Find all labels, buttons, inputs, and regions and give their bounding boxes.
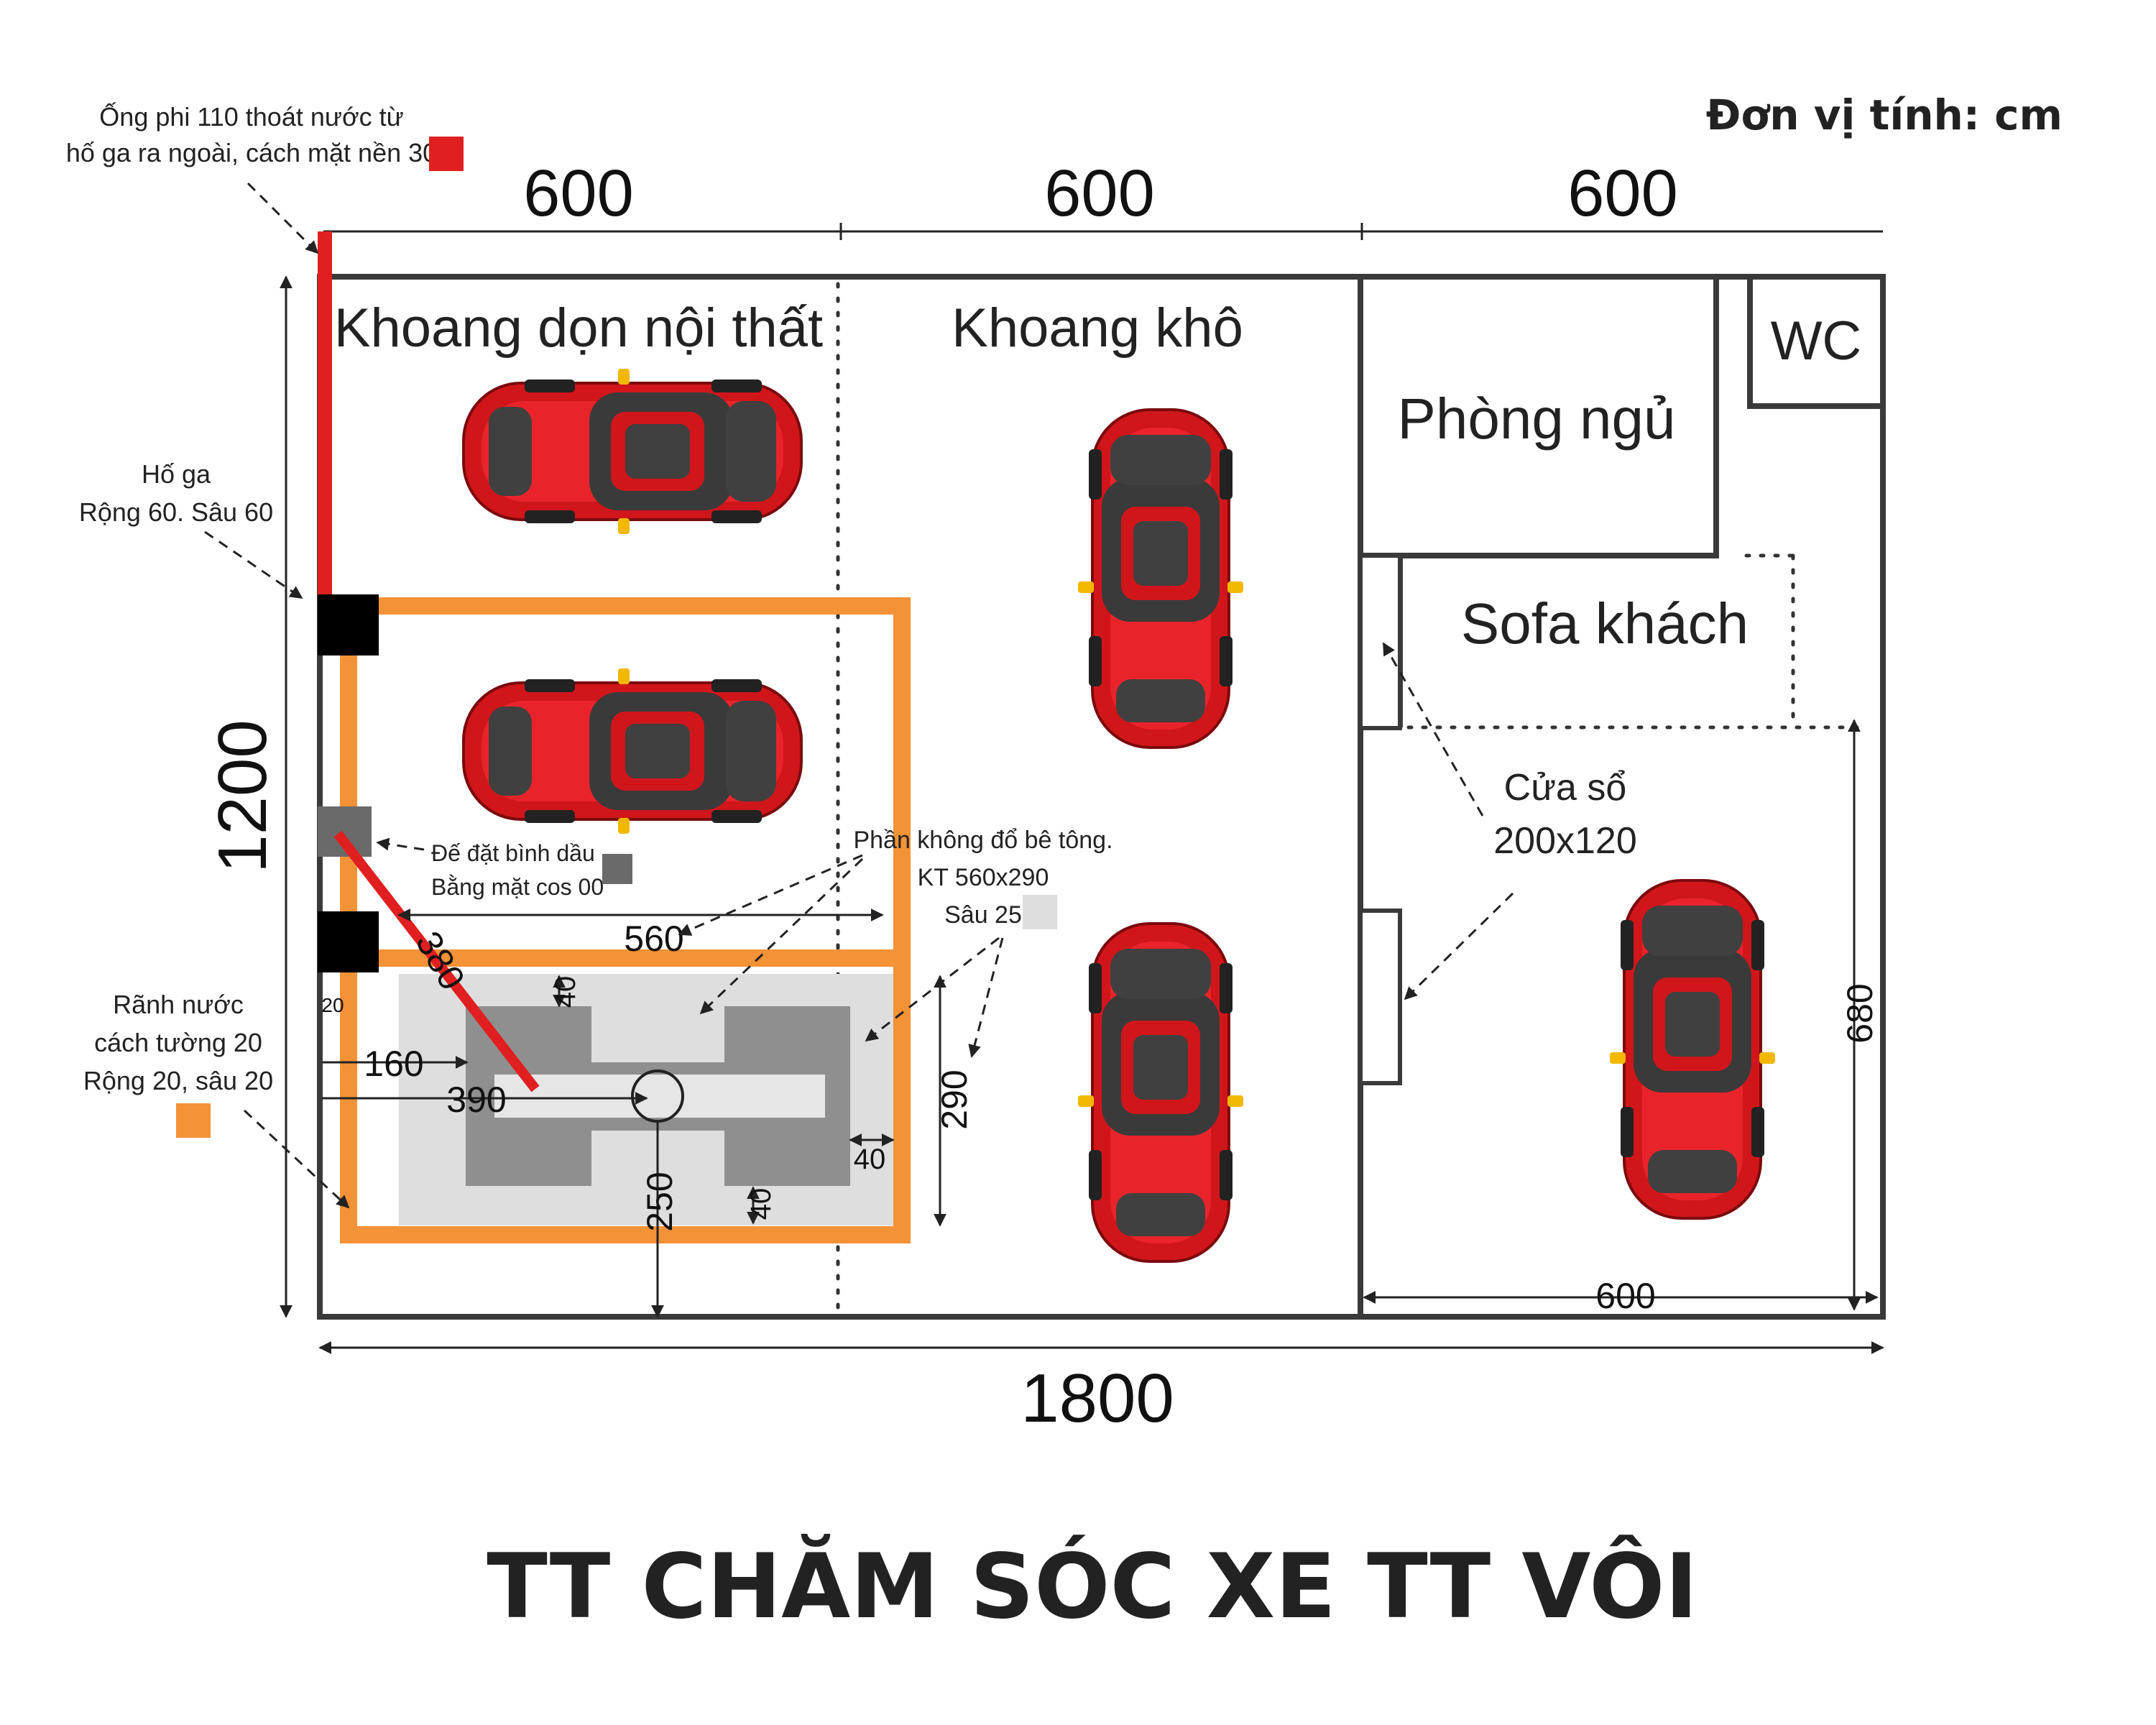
bedroom-label: Phòng ngủ — [1397, 387, 1675, 451]
dim-40-bottom: 40 — [745, 1188, 777, 1220]
outer-wall — [317, 274, 1886, 1320]
note-drain-line3: Rộng 20, sâu 20 — [83, 1066, 273, 1095]
unit-label: Đơn vị tính: cm — [1706, 91, 2063, 139]
car-interior-top — [462, 367, 803, 535]
dim-40-right: 40 — [854, 1144, 886, 1175]
dim-390: 390 — [446, 1080, 506, 1120]
note-pit-line2: Rộng 60. Sâu 60 — [79, 497, 273, 527]
window-upper — [1358, 553, 1402, 730]
car-dry-top — [1077, 408, 1245, 749]
window-lower — [1358, 908, 1402, 1085]
note-drain-line2: cách tường 20 — [94, 1028, 262, 1057]
legend-oil-swatch — [602, 854, 632, 884]
dim-top-left: 600 — [523, 157, 634, 230]
car-dry-bottom — [1077, 922, 1245, 1263]
note-window-line2: 200x120 — [1493, 820, 1637, 862]
dim-top-right: 600 — [1567, 157, 1678, 230]
legend-pipe-swatch — [429, 137, 464, 171]
drain-pipe-diagonal — [333, 830, 540, 1092]
dim-250: 250 — [640, 1172, 680, 1231]
note-oil-line1: Đế đặt bình dầu — [431, 840, 595, 866]
note-pipe-line2: hố ga ra ngoài, cách mặt nền 30 — [66, 138, 437, 167]
note-concrete-line3: Sâu 25 — [944, 901, 1022, 929]
manhole-lower[interactable] — [318, 911, 379, 972]
car-interior-mid — [462, 667, 803, 835]
dim-top-mid: 600 — [1044, 157, 1155, 230]
dim-room-width: 600 — [1595, 1276, 1655, 1316]
note-pipe-line1: Ống phi 110 thoát nước từ — [99, 101, 403, 132]
note-pit-line1: Hố ga — [142, 459, 211, 489]
car-lift — [466, 1006, 850, 1186]
legend-concrete-swatch — [1023, 895, 1057, 929]
wc-label: WC — [1771, 310, 1862, 372]
drain-pipe — [318, 231, 332, 594]
note-concrete-line1: Phần không đổ bê tông. — [853, 827, 1112, 854]
dim-room-height: 680 — [1840, 983, 1880, 1043]
dim-160: 160 — [364, 1044, 423, 1084]
dim-left-height: 1200 — [204, 719, 281, 873]
dim-bottom-total: 1800 — [1021, 1360, 1174, 1437]
bay-interior-label: Khoang dọn nội thất — [334, 298, 823, 359]
note-oil-line2: Bằng mặt cos 00 — [431, 874, 604, 900]
bay-dry-label: Khoang khô — [952, 298, 1243, 359]
note-concrete-line2: KT 560x290 — [918, 864, 1049, 891]
legend-drain-swatch — [176, 1103, 211, 1138]
dim-40-top: 40 — [550, 976, 581, 1008]
dim-pit-width: 560 — [624, 919, 683, 959]
sofa-label: Sofa khách — [1461, 592, 1749, 656]
dim-290: 290 — [934, 1070, 975, 1129]
car-room-zone — [1608, 879, 1777, 1220]
note-drain-line1: Rãnh nước — [113, 990, 244, 1019]
note-window-line1: Cửa sổ — [1504, 767, 1627, 809]
manhole-upper[interactable] — [318, 594, 379, 656]
wc — [1747, 274, 1886, 409]
dim-20: 20 — [321, 994, 344, 1016]
page-title: TT CHĂM SÓC XE TT VÔI — [487, 1533, 1697, 1639]
